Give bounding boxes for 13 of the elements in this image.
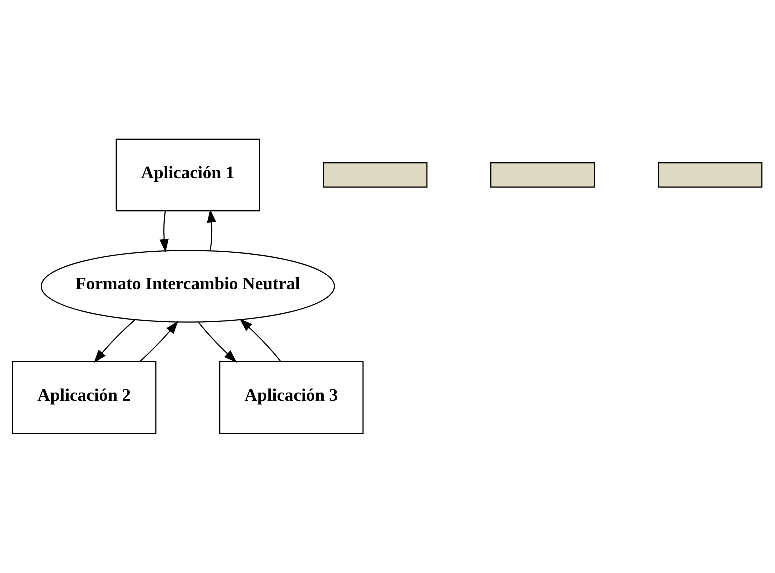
arrow xyxy=(198,322,238,363)
node-box: Aplicación 2 xyxy=(12,361,157,434)
node-ellipse: Formato Intercambio Neutral xyxy=(40,250,336,323)
node-bar xyxy=(323,162,428,188)
node-box: Aplicación 1 xyxy=(116,138,260,212)
node-bar xyxy=(490,162,596,188)
arrow xyxy=(207,209,216,251)
arrow xyxy=(160,211,169,253)
node-box: Aplicación 3 xyxy=(219,361,364,434)
arrow xyxy=(240,318,282,362)
node-bar xyxy=(658,162,763,188)
arrow xyxy=(94,320,136,364)
arrow xyxy=(140,321,179,362)
